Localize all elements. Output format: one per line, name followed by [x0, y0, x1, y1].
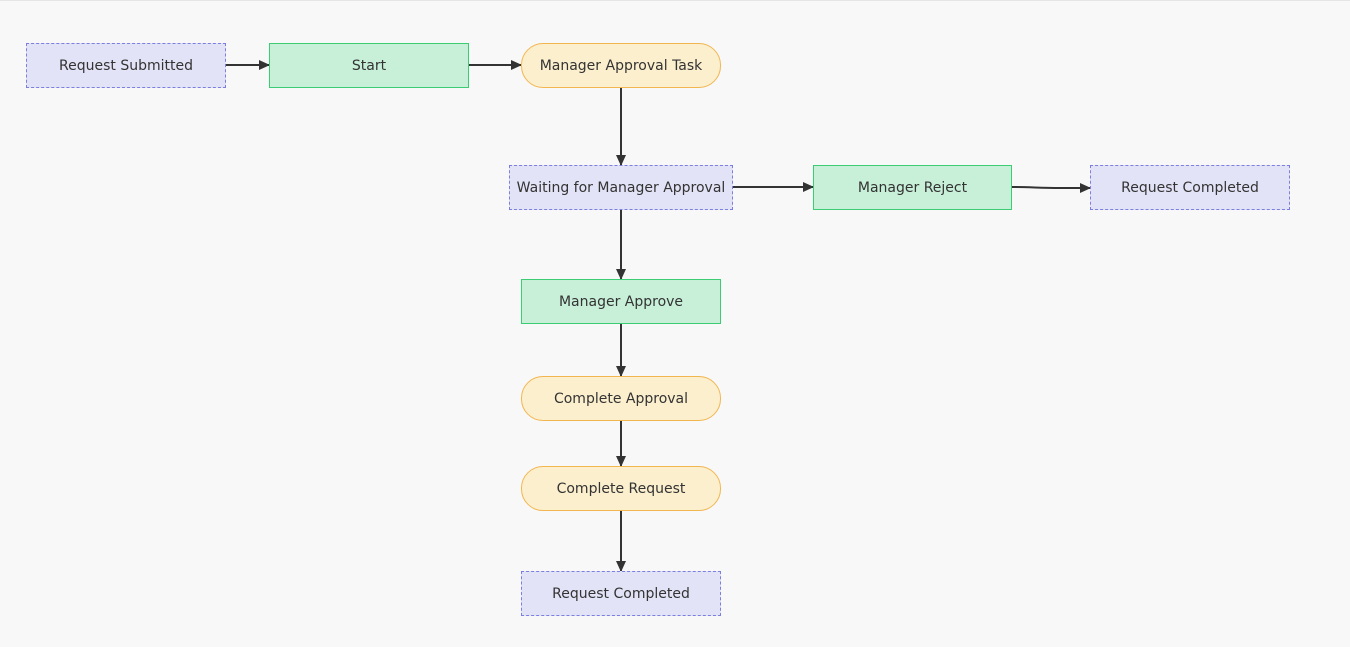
node-complete-request[interactable]: Complete Request — [521, 466, 721, 511]
node-label: Manager Reject — [857, 179, 968, 196]
node-request-submitted[interactable]: Request Submitted — [26, 43, 226, 88]
node-request-completed-approve[interactable]: Request Completed — [521, 571, 721, 616]
node-label: Request Completed — [1121, 179, 1259, 196]
node-label: Complete Approval — [553, 390, 689, 407]
node-complete-approval[interactable]: Complete Approval — [521, 376, 721, 421]
node-label: Request Submitted — [59, 57, 193, 74]
node-manager-reject[interactable]: Manager Reject — [813, 165, 1012, 210]
node-manager-approve[interactable]: Manager Approve — [521, 279, 721, 324]
node-request-completed-reject[interactable]: Request Completed — [1090, 165, 1290, 210]
edge-manager-reject-to-request-completed — [1011, 183, 1091, 193]
node-label: Waiting for Manager Approval — [516, 179, 726, 196]
node-label: Complete Request — [556, 480, 686, 497]
node-label: Request Completed — [552, 585, 690, 602]
node-label: Manager Approval Task — [539, 57, 703, 74]
node-label: Start — [351, 57, 387, 74]
node-waiting-for-manager-approval[interactable]: Waiting for Manager Approval — [509, 165, 733, 210]
node-label: Manager Approve — [558, 293, 684, 310]
node-start[interactable]: Start — [269, 43, 469, 88]
node-manager-approval-task[interactable]: Manager Approval Task — [521, 43, 721, 88]
